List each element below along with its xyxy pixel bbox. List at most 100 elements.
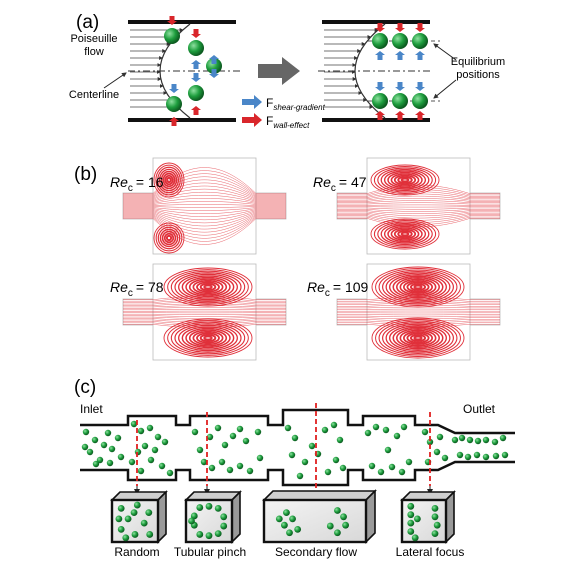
particle <box>81 443 89 451</box>
force-arrow-up <box>169 117 179 126</box>
force-arrows <box>375 23 425 120</box>
particle <box>206 58 222 74</box>
particle <box>340 513 347 521</box>
particle <box>131 531 139 538</box>
vortex-line <box>370 164 440 196</box>
particle <box>82 428 90 436</box>
vortex-line <box>400 231 410 237</box>
particle <box>161 438 169 446</box>
re-label-78: Rec= 78 <box>110 279 164 299</box>
cross-section-boxes <box>110 489 456 544</box>
vortex-line <box>409 333 427 343</box>
vortex-line <box>185 276 231 298</box>
streamline <box>337 209 500 212</box>
force-arrow-down <box>167 16 177 25</box>
box-side <box>365 489 376 544</box>
particle <box>473 451 481 459</box>
particle <box>392 93 408 109</box>
particle <box>336 436 344 444</box>
force-arrow-down <box>415 23 425 32</box>
vortex-line <box>159 228 179 248</box>
streamline <box>337 207 500 210</box>
force-arrow-up <box>415 111 425 120</box>
cross-section-box <box>184 490 242 544</box>
particle <box>284 424 292 432</box>
particle <box>431 513 439 521</box>
re-label-47: Rec= 47 <box>313 174 367 194</box>
vortex-line <box>397 230 413 238</box>
vortex-line <box>163 318 253 358</box>
vortex-line <box>192 279 224 295</box>
vortex-line <box>160 170 178 190</box>
vortex-line <box>409 282 427 292</box>
force-arrow-down <box>169 84 179 93</box>
particle <box>421 428 429 436</box>
particle <box>122 534 130 542</box>
box-top <box>110 491 168 501</box>
force-arrow-down <box>191 73 201 82</box>
particle <box>188 517 195 525</box>
streamline <box>123 195 286 203</box>
vortex-line <box>383 170 427 190</box>
particle <box>431 530 439 537</box>
streamline <box>337 216 500 225</box>
particle <box>492 452 500 460</box>
streamline-cell <box>336 263 501 361</box>
vortex-line <box>385 323 451 353</box>
particle <box>372 423 380 431</box>
streamline <box>337 212 500 219</box>
particle <box>140 519 148 527</box>
particle <box>286 529 293 537</box>
vortex-line <box>380 222 430 246</box>
streamline-cell <box>122 157 287 255</box>
particle <box>436 433 444 441</box>
panel-b-label: (b) <box>74 164 97 185</box>
particle <box>128 458 136 466</box>
panel-a: (a) Poiseuille flow Centerline <box>69 12 505 130</box>
streamline <box>123 198 286 204</box>
streamline <box>337 195 500 201</box>
vortex-line <box>383 224 427 244</box>
particle <box>339 464 347 472</box>
channel-particles <box>81 420 509 480</box>
vortex-line <box>155 164 183 196</box>
particle <box>206 433 214 441</box>
shear-gradient-legend-arrow <box>242 95 262 109</box>
streamline <box>123 315 286 317</box>
re-label-109: Rec= 109 <box>307 279 369 299</box>
particle <box>491 438 499 446</box>
vortex-line <box>196 332 220 344</box>
vortex-line <box>377 167 433 193</box>
particle <box>372 33 388 49</box>
streamline <box>123 204 286 206</box>
vortex-line <box>380 168 430 192</box>
particle <box>326 522 334 530</box>
streamline <box>123 212 286 227</box>
streamline <box>123 191 286 202</box>
equilibrium-pointer <box>433 79 457 99</box>
particle <box>205 532 213 540</box>
particle <box>458 434 466 442</box>
particle <box>407 519 415 527</box>
panel-c-label: (c) <box>74 377 96 398</box>
particle <box>137 467 145 475</box>
cross-section-cuts <box>136 403 431 492</box>
vortex-line <box>385 272 451 302</box>
vortex-line <box>203 335 213 341</box>
particle <box>91 436 99 444</box>
streamline <box>123 167 286 194</box>
particle <box>342 521 349 529</box>
streamline <box>337 210 500 214</box>
streamline <box>337 322 500 326</box>
particle <box>412 93 428 109</box>
force-arrow-up <box>395 111 405 120</box>
vortex-line <box>158 168 180 192</box>
vortex-line <box>203 284 213 290</box>
particle <box>236 462 244 470</box>
particle <box>200 458 208 466</box>
vortex-line <box>402 279 434 295</box>
vortex-line <box>387 171 423 189</box>
particle <box>372 93 388 109</box>
particle <box>205 502 213 510</box>
particle <box>398 468 406 476</box>
